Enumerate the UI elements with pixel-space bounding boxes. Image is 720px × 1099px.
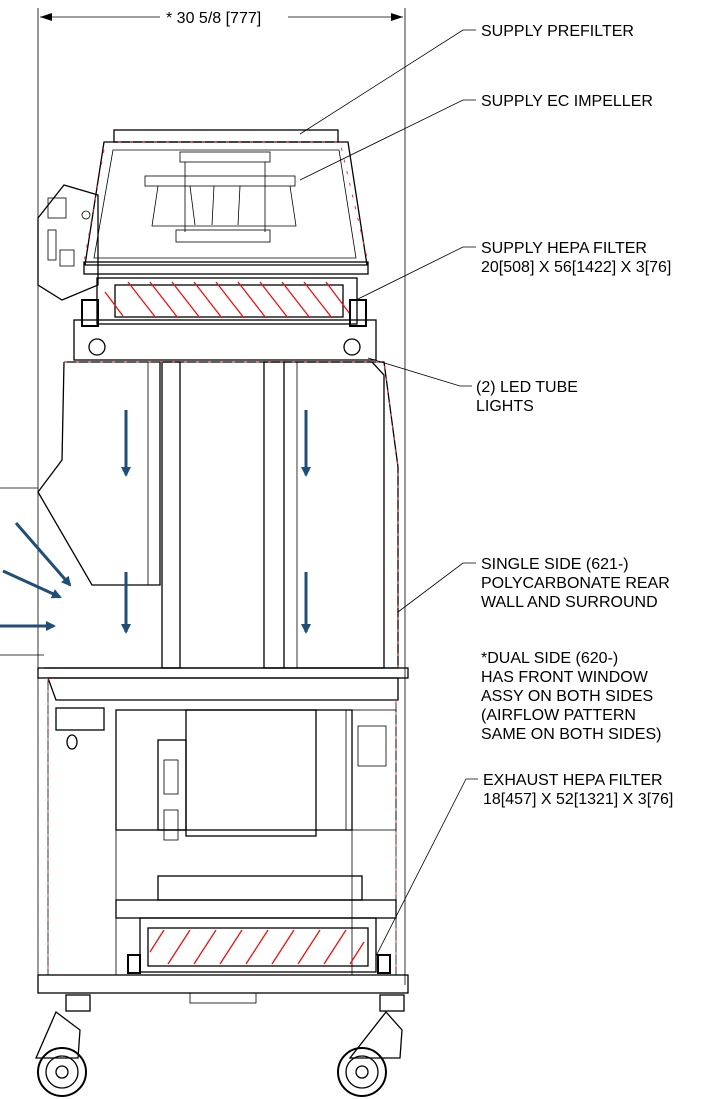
led-tube-lights-label: (2) LED TUBE LIGHTS bbox=[476, 379, 582, 415]
supply-hepa-filter-label: SUPPLY HEPA FILTER 20[508] X 56[1422] X … bbox=[481, 240, 671, 276]
caster-wheel-left bbox=[35, 1010, 87, 1097]
width-dimension-label: * 30 5/8 [777] bbox=[166, 10, 261, 27]
exhaust-hepa-filter-drawing bbox=[115, 875, 397, 974]
airflow-arrows bbox=[0, 410, 311, 656]
leader-lines bbox=[299, 29, 478, 957]
caster-wheel-right bbox=[337, 1010, 403, 1097]
supply-hepa-filter-drawing bbox=[73, 277, 377, 361]
base-frame bbox=[37, 974, 409, 1012]
width-dimension: * 30 5/8 [777] bbox=[37, 8, 406, 985]
exhaust-hepa-filter-label: EXHAUST HEPA FILTER 18[457] X 52[1321] X… bbox=[483, 772, 673, 808]
dual-side-note: *DUAL SIDE (620-) HAS FRONT WINDOW ASSY … bbox=[481, 650, 661, 743]
airflow-inlet-arrow bbox=[14, 522, 72, 587]
callout-labels: SUPPLY PREFILTER SUPPLY EC IMPELLER SUPP… bbox=[476, 23, 674, 808]
supply-prefilter-label: SUPPLY PREFILTER bbox=[481, 23, 634, 40]
base-cabinet bbox=[37, 667, 409, 975]
control-box bbox=[37, 184, 99, 301]
supply-hood bbox=[83, 129, 369, 275]
supply-ec-impeller-label: SUPPLY EC IMPELLER bbox=[481, 93, 653, 110]
single-side-label: SINGLE SIDE (621-) POLYCARBONATE REAR WA… bbox=[481, 556, 674, 611]
airflow-inlet-arrow bbox=[2, 569, 62, 599]
